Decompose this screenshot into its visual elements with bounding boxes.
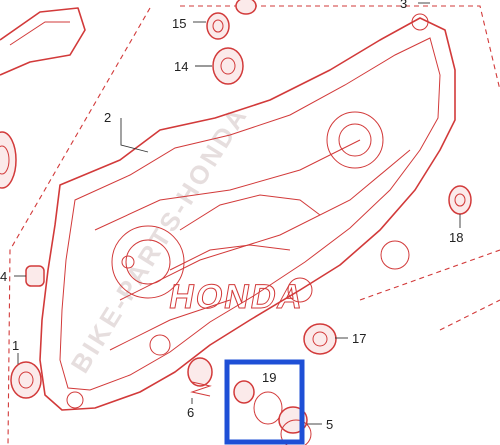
part-5-drain-bolt xyxy=(278,406,312,445)
part-label-4: 4 xyxy=(0,269,7,284)
part-14-bearing xyxy=(212,47,244,85)
part-label-6: 6 xyxy=(187,405,194,420)
part-19-o-ring xyxy=(233,380,283,425)
leader-2 xyxy=(120,118,149,153)
part-6-spring-plug xyxy=(187,357,213,397)
part-15-oil-seal xyxy=(206,12,230,40)
part-label-5: 5 xyxy=(326,417,333,432)
part-label-14: 14 xyxy=(174,59,188,74)
part-label-3: 3 xyxy=(400,0,407,11)
part-18-seal xyxy=(448,185,472,215)
part-label-19: 19 xyxy=(262,370,276,385)
assembly-outline xyxy=(7,5,500,445)
watermark: BIKE-PARTS-HONDA xyxy=(65,100,254,378)
part-3-seal xyxy=(235,0,257,15)
crankcase-left xyxy=(39,13,456,411)
part-left-bearing xyxy=(0,131,17,189)
part-label-17: 17 xyxy=(352,331,366,346)
highlight-box xyxy=(224,359,305,445)
part-label-18: 18 xyxy=(449,230,463,245)
part-1-bearing xyxy=(10,361,42,399)
part-label-1: 1 xyxy=(12,338,19,353)
part-17-oil-seal xyxy=(303,323,337,355)
brand-logo: HONDA xyxy=(166,278,307,316)
part-4-dowel xyxy=(25,265,45,287)
part-label-15: 15 xyxy=(172,16,186,31)
part-top-left xyxy=(0,7,86,76)
part-label-2: 2 xyxy=(104,110,111,125)
